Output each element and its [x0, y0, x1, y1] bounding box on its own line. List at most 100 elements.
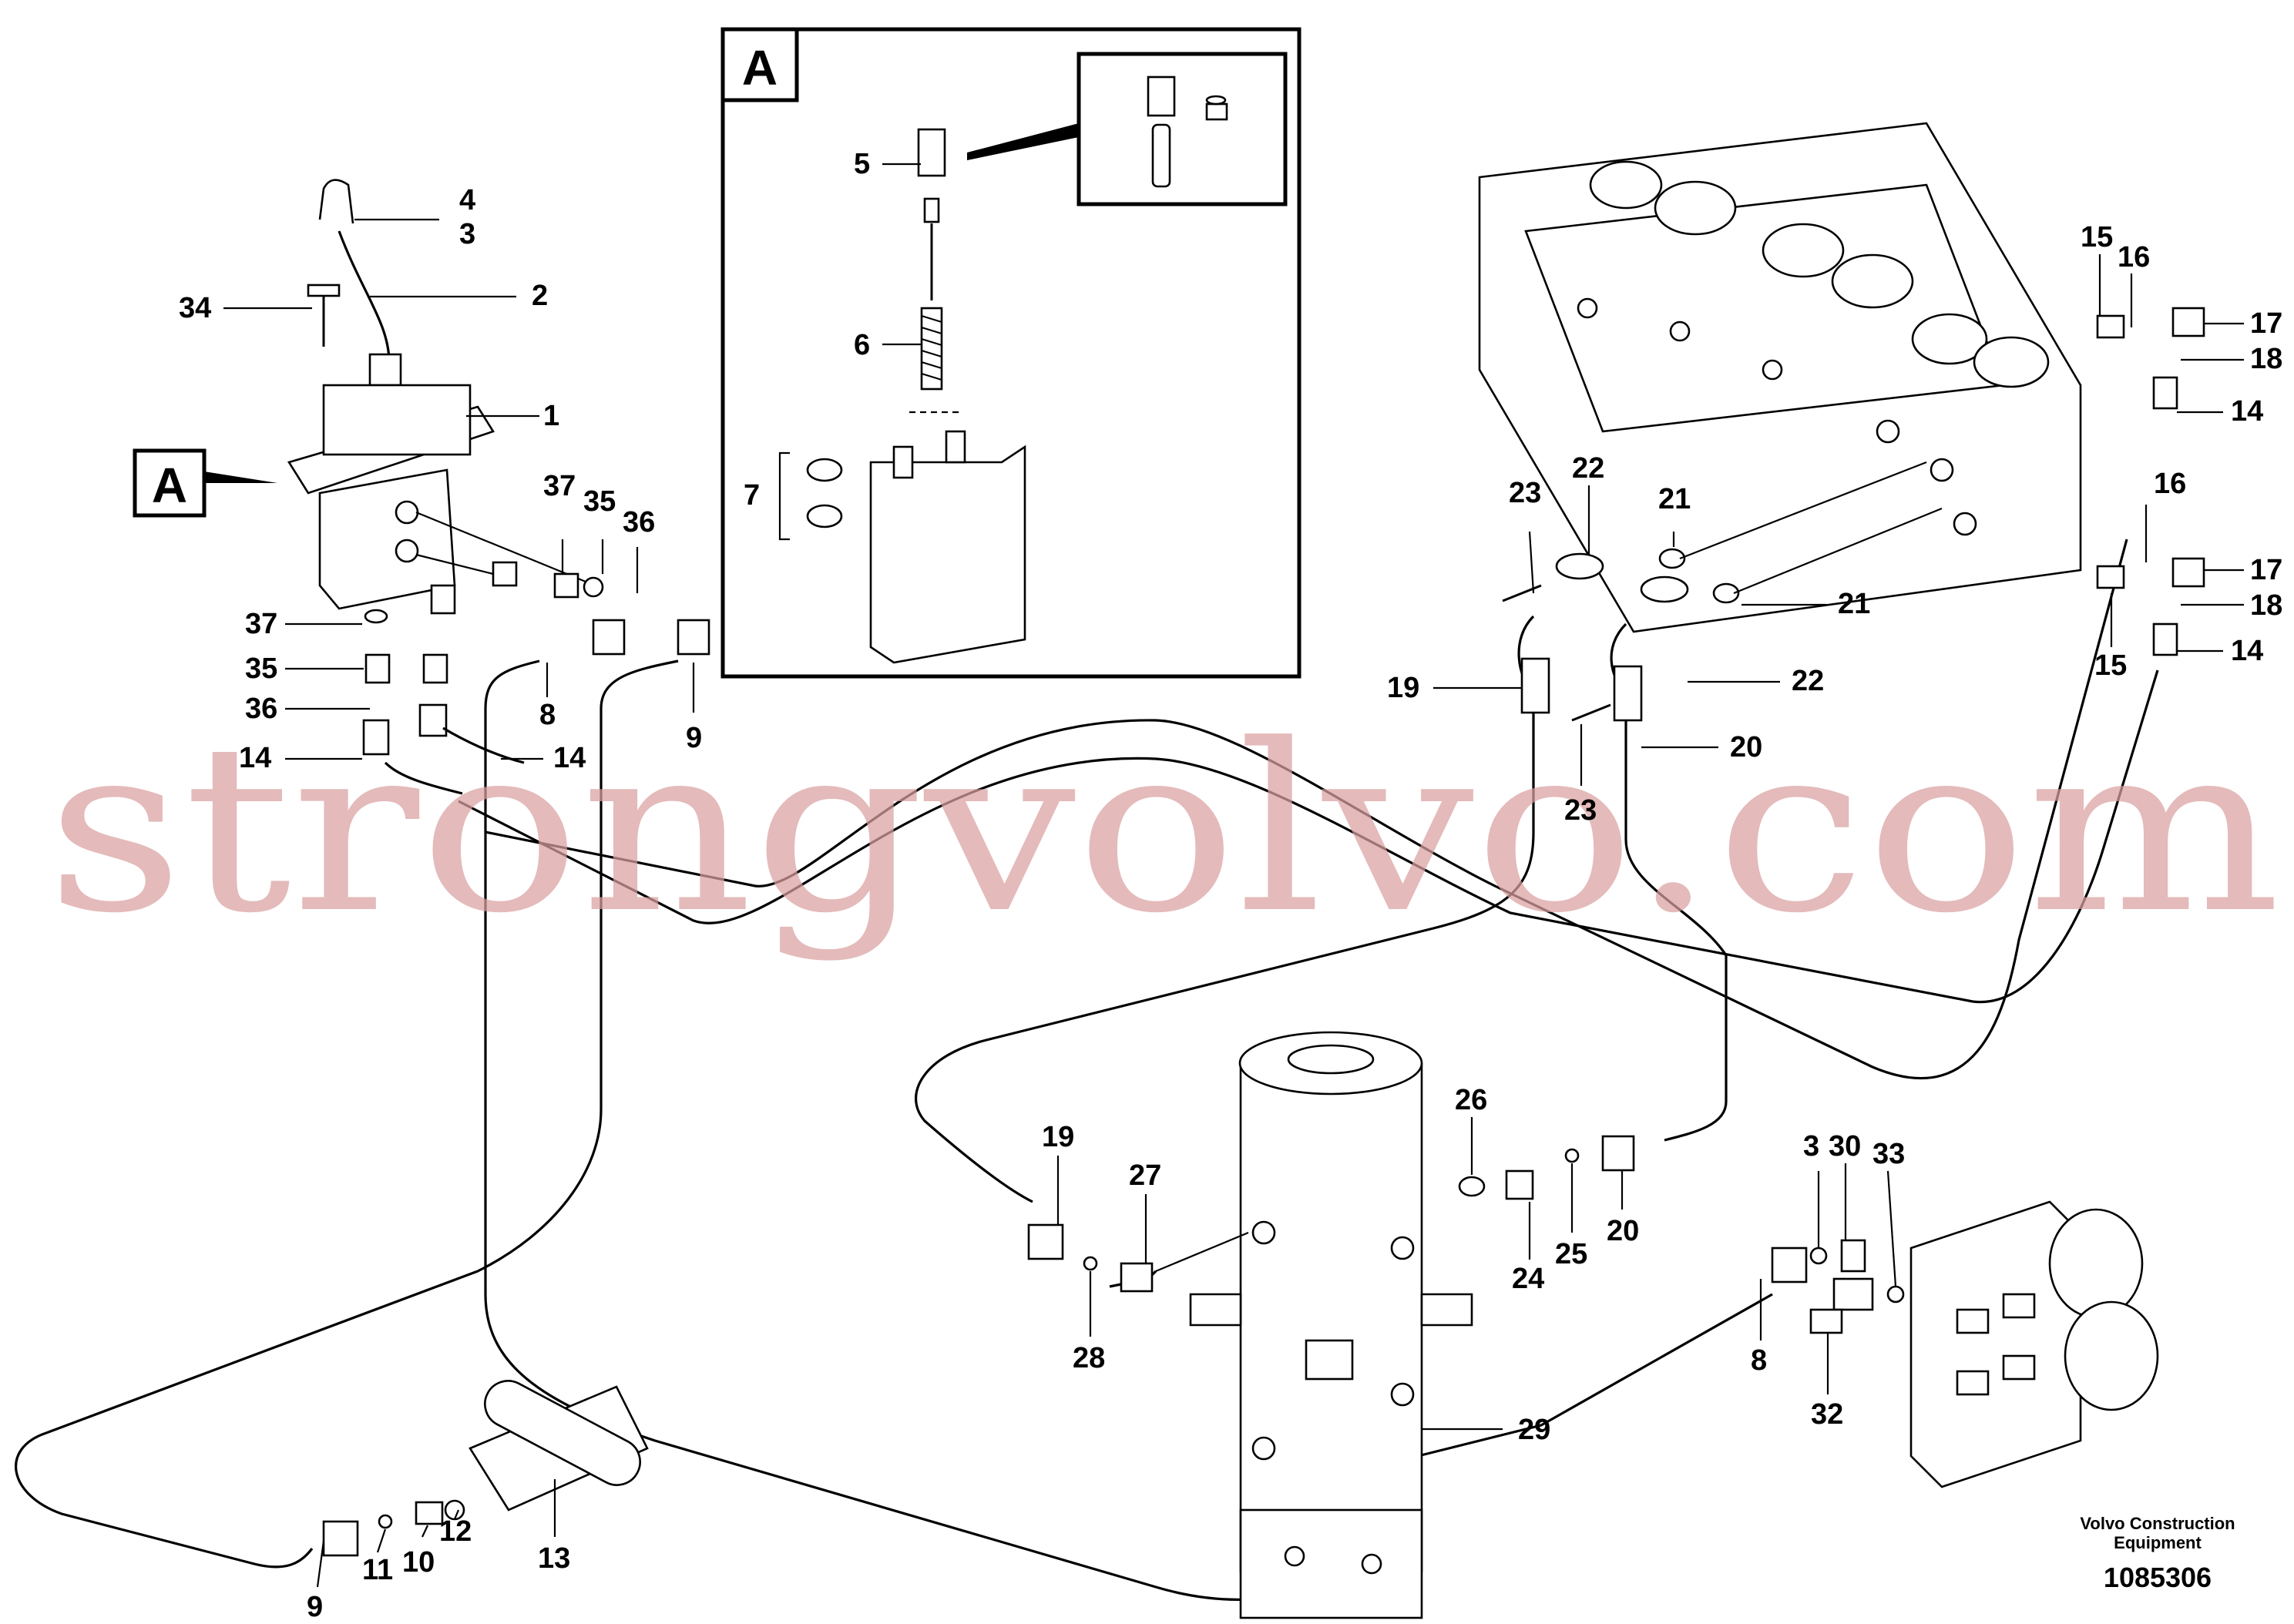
label-8a: 8 — [539, 699, 556, 731]
plunger-collar — [923, 197, 940, 223]
leader-11 — [376, 1528, 387, 1553]
flange-22-a — [1555, 552, 1604, 580]
label-18a: 18 — [2250, 343, 2282, 375]
joystick-boot — [368, 353, 402, 387]
leader-27-port — [1155, 1231, 1249, 1273]
oring-7a — [806, 458, 843, 482]
label-18b: 18 — [2250, 589, 2282, 622]
fitting-9 — [677, 619, 710, 656]
seal-26 — [1458, 1176, 1486, 1197]
oring-21-a — [1658, 548, 1686, 569]
label-30: 30 — [1829, 1130, 1861, 1163]
swivel-port-4 — [1390, 1382, 1415, 1407]
fitting-27 — [1120, 1262, 1154, 1293]
leader-21-a — [1679, 461, 1927, 560]
inset-a-tag — [720, 27, 799, 102]
fitting-9-lower — [322, 1520, 359, 1557]
valve-block-port-2 — [2002, 1293, 2036, 1319]
label-14d: 14 — [2231, 635, 2263, 667]
swivel-29 — [1027, 1031, 1635, 1619]
label-17a: 17 — [2250, 307, 2282, 340]
washer-37-a — [583, 576, 604, 598]
label-36a: 36 — [623, 506, 655, 539]
label-9a: 9 — [686, 722, 702, 754]
leader-10 — [422, 1525, 428, 1538]
valve-port-right — [945, 430, 966, 464]
inset-a: A — [720, 27, 1302, 679]
label-23a: 23 — [1509, 477, 1541, 509]
leader-port-a — [415, 511, 586, 583]
callout-a-letter: A — [152, 458, 187, 513]
label-24: 24 — [1512, 1263, 1544, 1295]
detail-subframe — [1076, 52, 1288, 206]
oring-21-b — [1712, 582, 1740, 604]
label-32: 32 — [1811, 1398, 1843, 1431]
detail-ring — [1205, 102, 1228, 121]
diagram-id: 1085306 — [2104, 1562, 2212, 1593]
label-23b: 23 — [1564, 794, 1597, 827]
hose-routes — [15, 539, 2159, 1601]
fitting-8 — [592, 619, 626, 656]
label-15a: 15 — [2081, 221, 2113, 253]
fitting-8-lower — [1771, 1247, 1808, 1283]
label-6: 6 — [854, 329, 870, 361]
leader-lines — [223, 163, 2244, 1588]
label-14b: 14 — [553, 742, 586, 774]
label-16a: 16 — [2118, 241, 2150, 273]
label-35a: 35 — [583, 485, 616, 518]
label-29: 29 — [1518, 1414, 1550, 1446]
label-19b: 19 — [1042, 1121, 1074, 1153]
leader-33 — [1886, 1170, 1897, 1287]
label-26: 26 — [1455, 1084, 1487, 1116]
label-21b: 21 — [1838, 588, 1870, 620]
oring-7b — [806, 504, 843, 528]
valve-section-body — [869, 445, 1026, 664]
valve-port-4 — [1876, 419, 1900, 444]
fitting-35-a — [492, 561, 518, 587]
fitting-35-b — [553, 572, 579, 599]
ball-valve-13 — [322, 1380, 649, 1557]
label-8b: 8 — [1751, 1344, 1767, 1377]
washer-3x — [1809, 1247, 1828, 1265]
joystick-unit — [287, 179, 710, 795]
label-17b: 17 — [2250, 554, 2282, 586]
fitting-19-lower — [1027, 1223, 1064, 1260]
hose-19-right — [915, 751, 1535, 1203]
credit-line-1: Volvo Construction — [2080, 1514, 2235, 1533]
valve-port-5 — [1930, 458, 1954, 482]
fitting-14-d — [2152, 622, 2178, 656]
valve-block-port-4 — [2002, 1354, 2036, 1381]
valve-port-6 — [1953, 512, 1977, 536]
part-labels: 4 3 2 34 1 5 6 7 37 35 36 37 35 36 14 14… — [179, 148, 2282, 1623]
detail-plunger-head — [1147, 75, 1176, 117]
washer-37-b — [364, 609, 388, 624]
swivel-port-2 — [1390, 1236, 1415, 1260]
swivel-base — [1239, 1508, 1423, 1619]
watermark-text: strongvolvo.com — [46, 695, 2281, 964]
label-1: 1 — [543, 400, 559, 432]
hose-loop-outer — [485, 539, 2128, 1080]
detail-seal — [1205, 95, 1227, 106]
valve-block-body — [1909, 1200, 2082, 1488]
swivel-base-port-2 — [1361, 1553, 1382, 1575]
swivel-base-port-1 — [1284, 1545, 1305, 1567]
leader-23a — [1528, 531, 1535, 594]
label-28: 28 — [1073, 1342, 1105, 1374]
bolt-23-a — [1502, 584, 1542, 602]
bolt-23-b — [1571, 703, 1611, 722]
fitting-24 — [1505, 1169, 1534, 1200]
fitting-down-a — [430, 584, 456, 615]
oring-25 — [1564, 1148, 1580, 1163]
valve-port-1 — [1577, 297, 1598, 319]
control-valve — [1478, 122, 2205, 755]
joystick-cover — [322, 384, 472, 456]
label-16b: 16 — [2154, 468, 2186, 500]
tee-31 — [1832, 1277, 1874, 1311]
swivel-port-3 — [1251, 1436, 1276, 1461]
solenoid-a — [1589, 160, 1663, 210]
label-13: 13 — [538, 1542, 570, 1575]
callout-a-pointer — [204, 471, 277, 483]
port-a — [395, 500, 419, 525]
oring-11 — [378, 1514, 393, 1529]
